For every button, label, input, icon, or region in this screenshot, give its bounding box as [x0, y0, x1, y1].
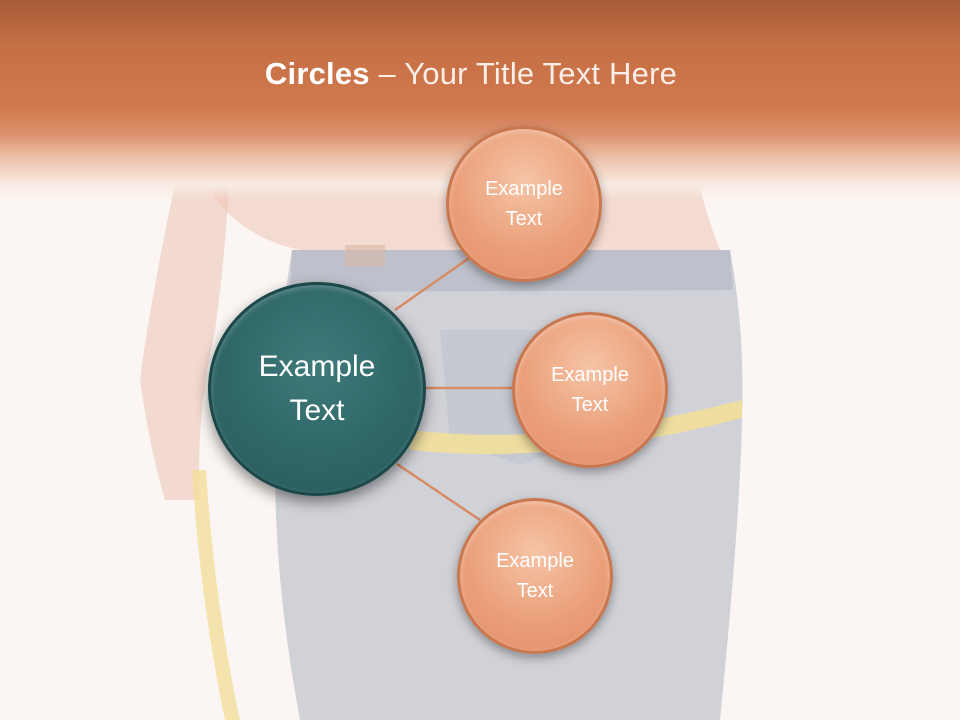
connector-bottom: [396, 462, 481, 522]
satellite-middle-line2: Text: [571, 394, 609, 416]
center-circle-line1: Example: [258, 350, 376, 383]
satellite-circle-top[interactable]: Example Text: [446, 126, 602, 282]
title-bold: Circles: [264, 56, 370, 91]
center-circle-line2: Text: [289, 394, 345, 427]
satellite-circle-bottom[interactable]: Example Text: [457, 498, 613, 654]
satellite-circle-middle[interactable]: Example Text: [512, 312, 668, 468]
satellite-bottom-line2: Text: [516, 580, 554, 602]
connector-top: [394, 254, 473, 312]
satellite-top-line1: Example: [485, 178, 563, 200]
satellite-bottom-line1: Example: [496, 550, 574, 572]
satellite-top-line2: Text: [505, 208, 543, 230]
slide-title[interactable]: Circles – Your Title Text Here: [0, 56, 942, 92]
center-circle[interactable]: Example Text: [208, 282, 426, 496]
satellite-middle-line1: Example: [551, 364, 629, 386]
title-rest: – Your Title Text Here: [369, 56, 678, 91]
